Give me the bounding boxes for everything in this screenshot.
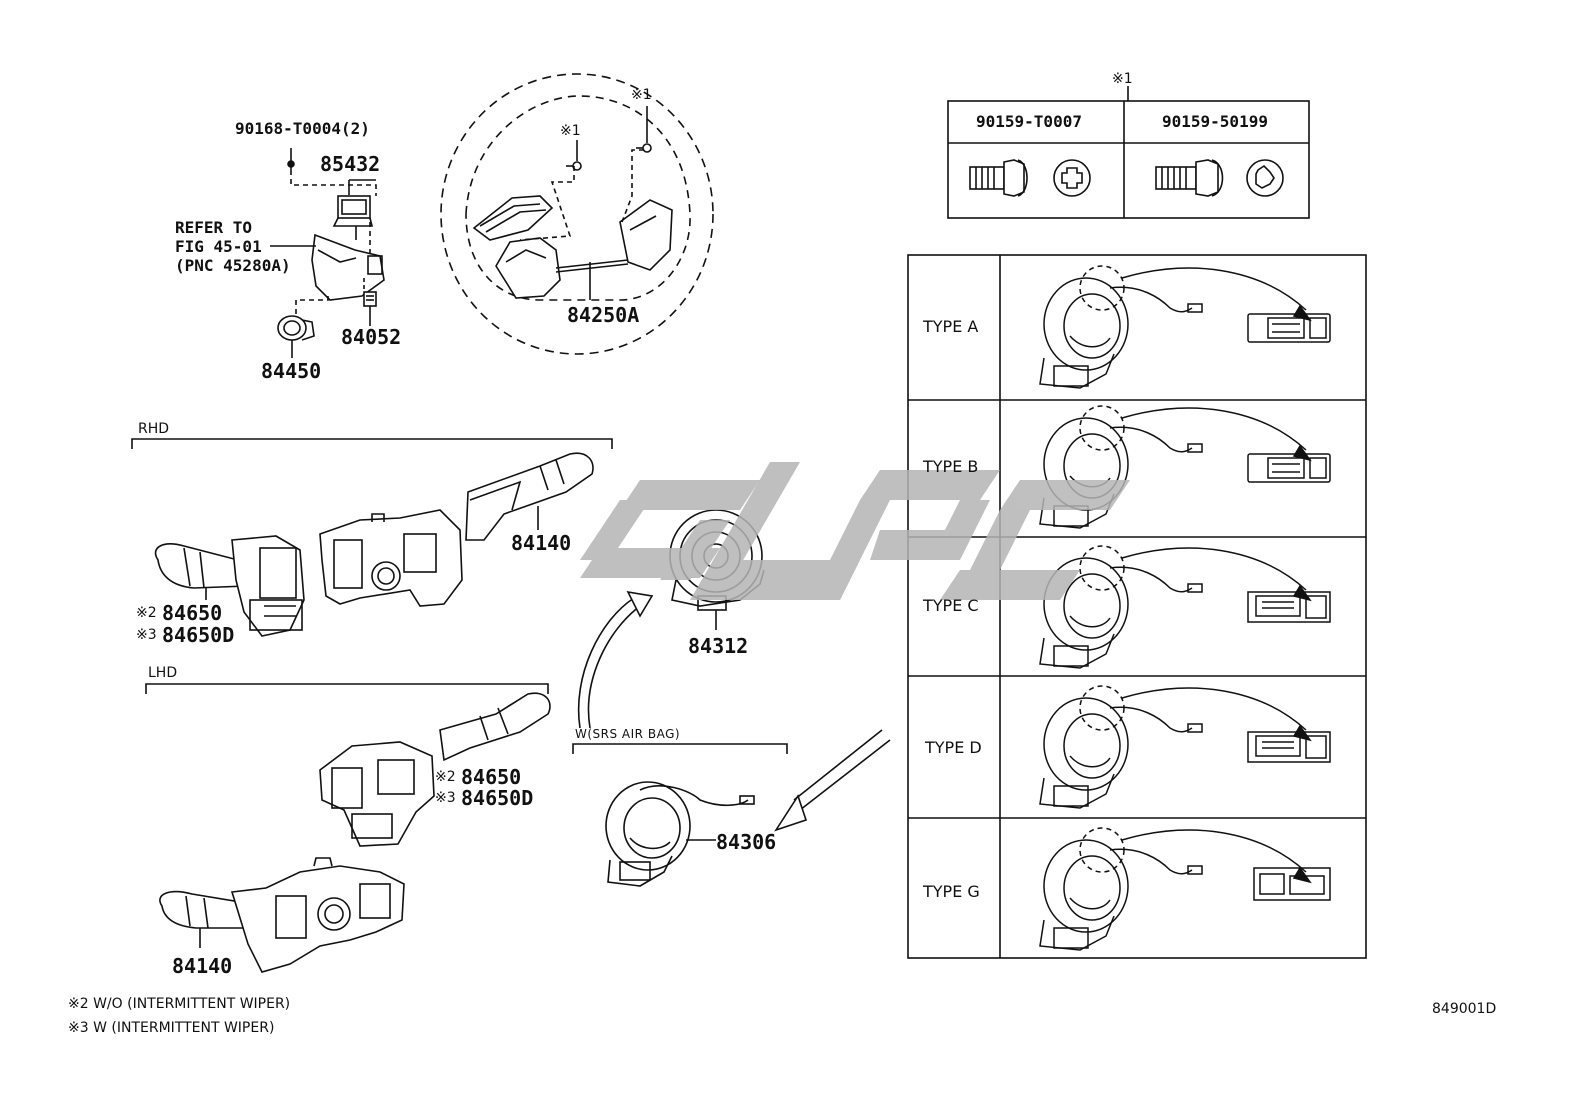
screw-table-frame: [947, 86, 1310, 219]
rhd-label: RHD: [138, 421, 170, 437]
type-d-label: TYPE D: [925, 738, 982, 757]
lhd-mark3: ※3: [435, 790, 456, 806]
type-b-label: TYPE B: [923, 457, 979, 476]
combination-switch-group: [270, 148, 385, 358]
refer-to-line2: FIG 45-01: [175, 237, 262, 256]
bolt-part-number: 90168-T0004(2): [235, 119, 370, 138]
steering-mark-right: ※1: [631, 87, 652, 103]
steering-mark-left: ※1: [560, 123, 581, 139]
rhd-bracket: [131, 438, 613, 449]
up-arrow: [587, 605, 641, 729]
footnote-3: ※3 W (INTERMITTENT WIPER): [68, 1020, 275, 1036]
type-g-label: TYPE G: [923, 882, 980, 901]
part-85432-label: 85432: [320, 152, 381, 176]
type-b-connector-icon: [1247, 453, 1331, 483]
spiral-cable-84306-drawing: [605, 781, 755, 887]
part-84052-label: 84052: [341, 325, 402, 349]
srs-bracket: [572, 743, 788, 754]
part-84312-label: 84312: [688, 634, 749, 658]
refer-to-line3: (PNC 45280A): [175, 256, 291, 275]
diagram-code: 849001D: [1432, 1001, 1497, 1017]
lhd-bracket: [145, 683, 549, 694]
type-a-label: TYPE A: [923, 317, 979, 336]
type-c-label: TYPE C: [923, 596, 979, 615]
lhd-part-84650-label: 84650: [461, 765, 522, 789]
srs-airbag-label: W(SRS AIR BAG): [575, 727, 681, 741]
lhd-mark2: ※2: [435, 769, 456, 785]
footnote-2: ※2 W/O (INTERMITTENT WIPER): [68, 996, 291, 1012]
type-d-connector-icon: [1247, 731, 1331, 763]
lhd-label: LHD: [148, 665, 178, 681]
type-arrow: [774, 729, 891, 832]
lhd-part-84650D-label: 84650D: [461, 786, 534, 810]
lhd-part-84140-label: 84140: [172, 954, 233, 978]
refer-to-line1: REFER TO: [175, 218, 253, 237]
screw-col1-label: 90159-T0007: [976, 112, 1082, 131]
part-84450-label: 84450: [261, 359, 322, 383]
rhd-part-84650D-label: 84650D: [162, 623, 235, 647]
rhd-mark2: ※2: [136, 605, 157, 621]
rhd-part-84650-label: 84650: [162, 601, 223, 625]
rhd-light-switch-drawing: [319, 452, 594, 607]
rhd-wiper-switch-drawing: [154, 535, 305, 637]
part-84250A-label: 84250A: [567, 303, 640, 327]
lhd-light-switch-drawing: [159, 857, 405, 973]
screw-col2-label: 90159-50199: [1162, 112, 1268, 131]
part-84306-label: 84306: [716, 830, 777, 854]
lhd-wiper-switch-drawing: [319, 692, 551, 847]
rhd-mark3: ※3: [136, 627, 157, 643]
rhd-part-84140-label: 84140: [511, 531, 572, 555]
type-a-connector-icon: [1247, 313, 1331, 343]
type-c-connector-icon: [1247, 591, 1331, 623]
steering-wheel-drawing: [440, 73, 714, 355]
screw-table-note-mark: ※1: [1112, 71, 1133, 87]
type-table-frame: [907, 254, 1367, 959]
type-g-connector-icon: [1253, 867, 1331, 901]
